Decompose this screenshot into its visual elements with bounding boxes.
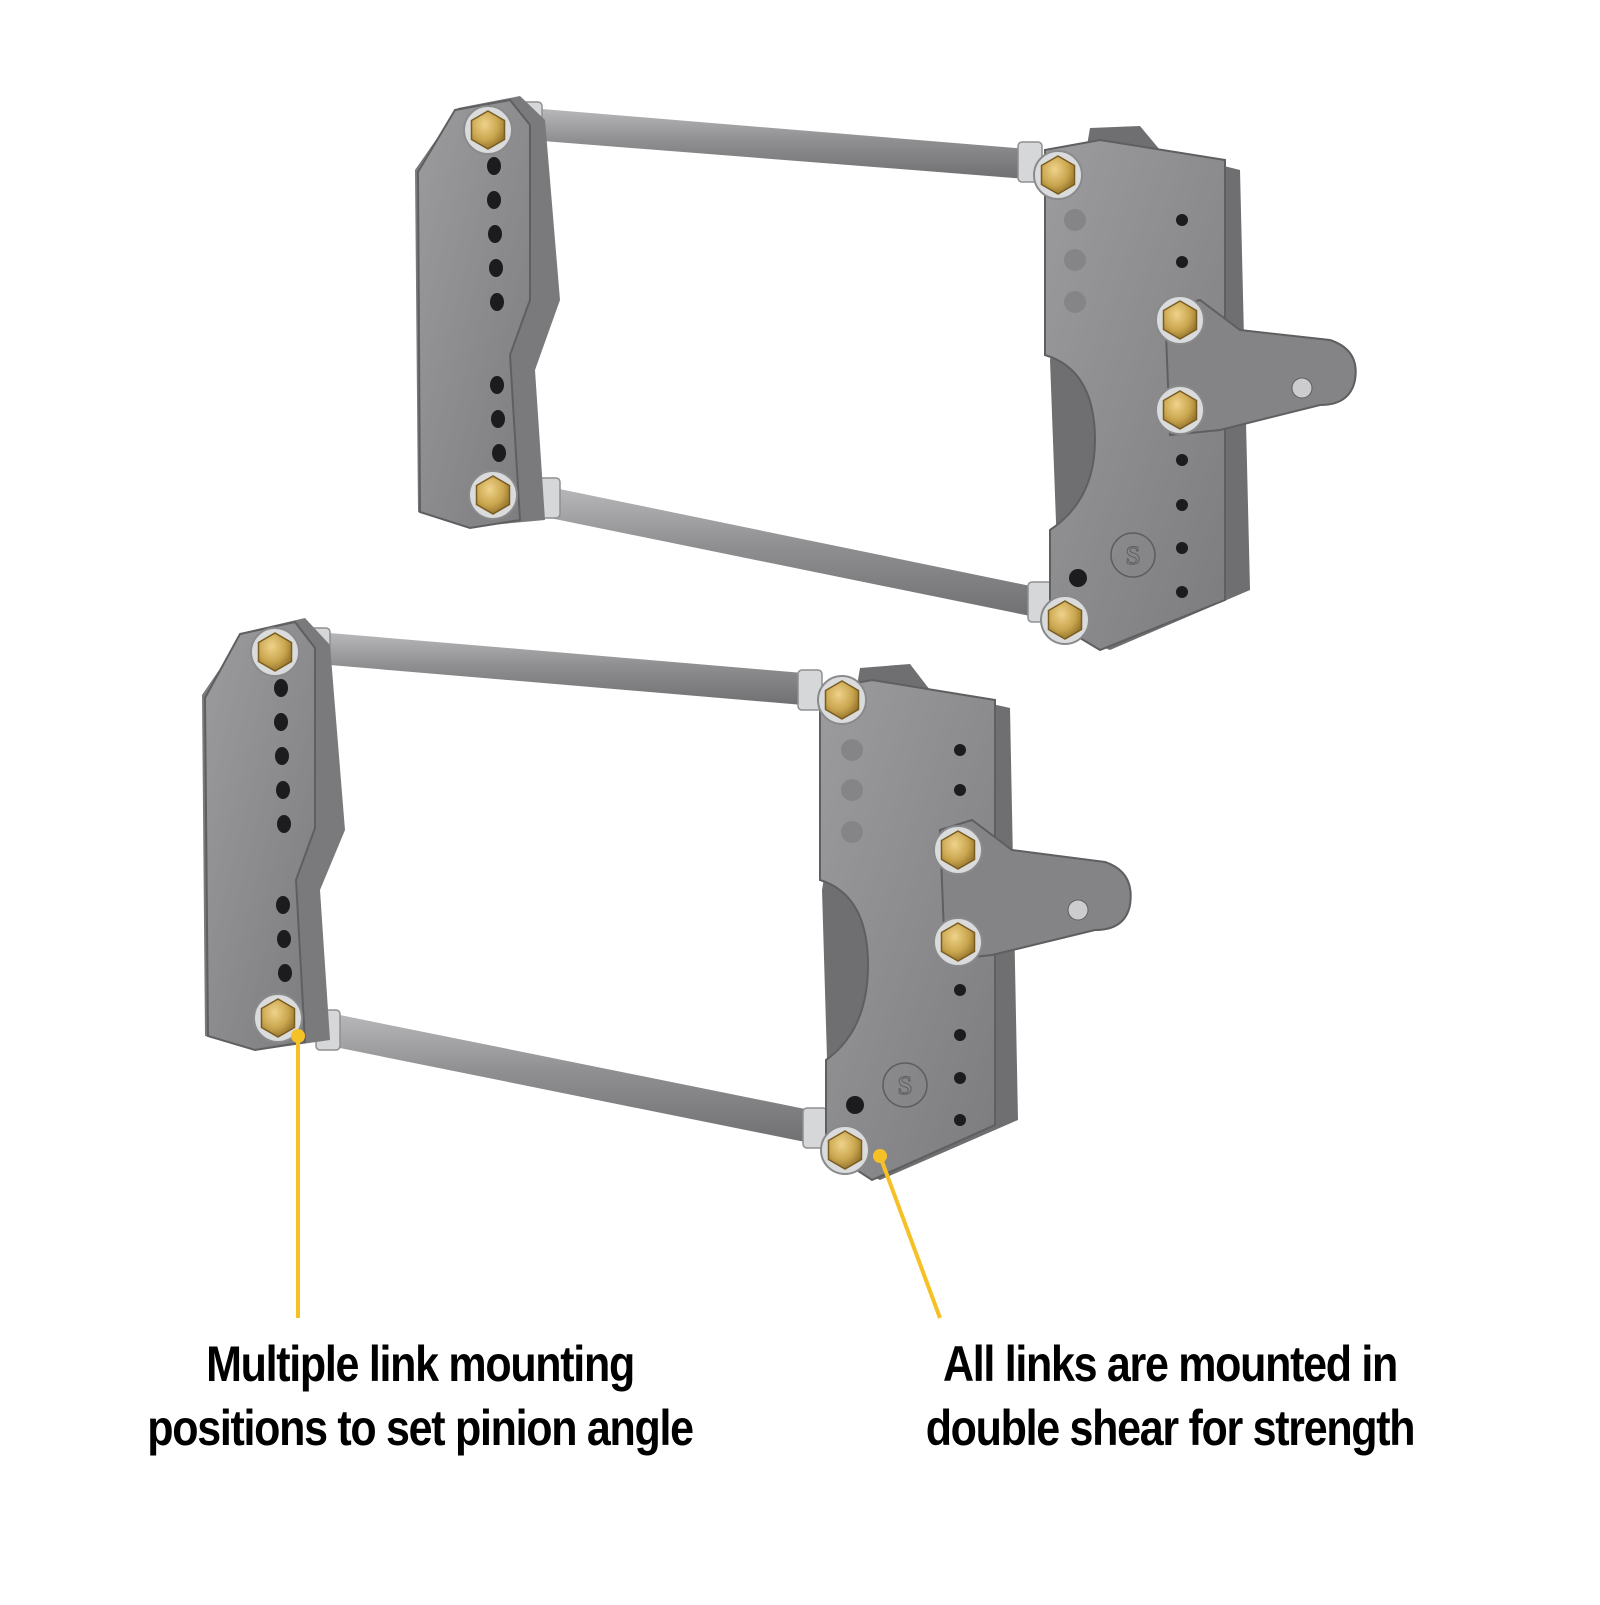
- svg-text:S: S: [1126, 541, 1140, 570]
- brand-logo-bottom: S: [882, 1062, 928, 1108]
- callout-pointer-right: [873, 1149, 942, 1319]
- bracket-set-top: S: [415, 96, 1357, 652]
- mounting-holes-bottom-left: [274, 679, 292, 982]
- callout-pointer-left: [291, 1029, 305, 1318]
- callout-text-mounting-positions: Multiple link mounting positions to set …: [128, 1332, 713, 1460]
- callout-line-2: positions to set pinion angle: [147, 1400, 694, 1456]
- brand-logo-top: S: [1110, 532, 1156, 578]
- mounting-holes-bottom-right: [841, 739, 966, 1126]
- bracket-set-bottom: S: [202, 618, 1132, 1182]
- mounting-holes-top-left: [487, 157, 506, 462]
- callout-line-1: Multiple link mounting: [206, 1336, 635, 1392]
- mounting-holes-top-right: [1064, 209, 1188, 598]
- svg-text:S: S: [898, 1071, 912, 1100]
- callout-line-2: double shear for strength: [925, 1400, 1416, 1456]
- callout-line-1: All links are mounted in: [942, 1336, 1398, 1392]
- callout-text-double-shear: All links are mounted in double shear fo…: [878, 1332, 1463, 1460]
